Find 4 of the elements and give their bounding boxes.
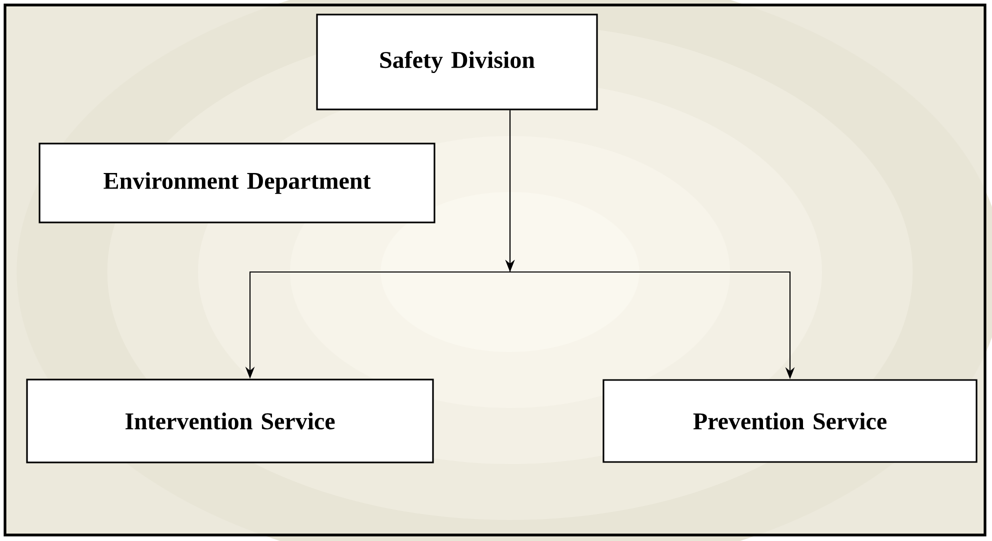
box: Safety Division bbox=[316, 14, 598, 110]
box: Prevention Service bbox=[602, 379, 978, 463]
box: Intervention Service bbox=[26, 378, 434, 464]
box: Environment Department bbox=[38, 142, 436, 224]
